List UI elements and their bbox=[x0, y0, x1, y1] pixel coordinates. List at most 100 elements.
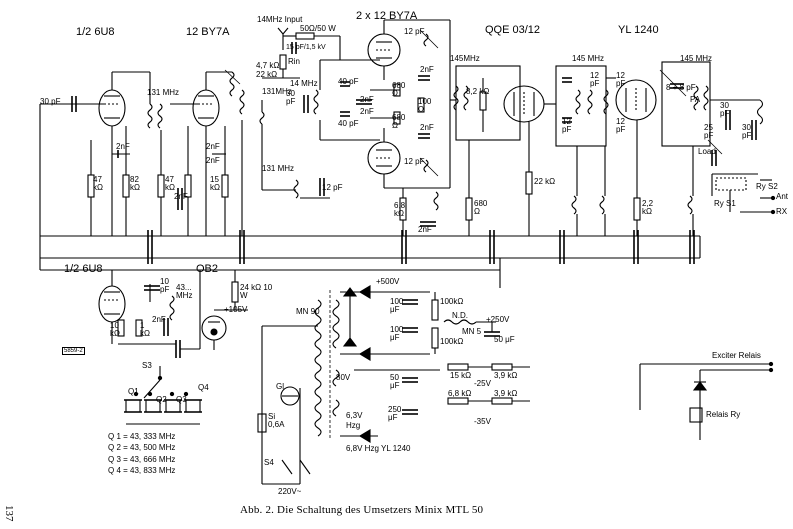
label-r22k: 22 kΩ bbox=[256, 70, 278, 79]
label-r100ka: 100kΩ bbox=[440, 297, 464, 306]
label-r22k-b: 22 kΩ bbox=[534, 177, 556, 186]
tube-ob2 bbox=[201, 315, 227, 341]
label-c2nf-c: 2nF bbox=[360, 107, 374, 116]
label-c30-1: 30 pF bbox=[720, 101, 730, 118]
switch-s3 bbox=[133, 366, 189, 399]
label-s4: S4 bbox=[264, 458, 274, 467]
label-r15k-b: 15 kΩ bbox=[450, 371, 472, 380]
label-s3: S3 bbox=[142, 361, 152, 370]
label-c100a: 100 μF bbox=[390, 297, 404, 314]
label-nd: N.D. bbox=[452, 311, 468, 320]
label-r1k: 1 kΩ bbox=[140, 321, 150, 338]
crystal-q4-freq: Q 4 = 43, 833 MHz bbox=[108, 466, 176, 475]
label-c2nf-e: 2nF bbox=[418, 225, 432, 234]
label-hzg: Hzg bbox=[346, 421, 361, 430]
label-c2nf-b: 2nF bbox=[360, 95, 374, 104]
label-c12pf-2: 12 pF bbox=[404, 157, 425, 166]
coil-131mhz-a bbox=[112, 71, 163, 129]
label-c250: 250 μF bbox=[388, 405, 402, 422]
label-ant: Ant bbox=[776, 192, 789, 201]
label-r6k8-b: 6,8 kΩ bbox=[448, 389, 472, 398]
label-exciter-relais: Exciter Relais bbox=[712, 351, 761, 360]
label-rys1: Ry S1 bbox=[714, 199, 736, 208]
freq-131-b: 131MHz bbox=[262, 87, 292, 96]
label-v500: +500V bbox=[376, 277, 400, 286]
label-v105: +105V bbox=[224, 305, 248, 314]
crystal-q3-freq: Q 3 = 43, 666 MHz bbox=[108, 455, 176, 464]
tube-v5-yl1240 bbox=[615, 79, 657, 121]
tube-label-v3: 2 x 12 BY7A bbox=[356, 10, 418, 22]
label-c15pf: 15 pF/1,5 kV bbox=[286, 44, 326, 51]
tube-label-ob2: OB2 bbox=[196, 263, 219, 275]
label-q1: Q1 bbox=[128, 387, 139, 396]
label-r3k9a: 3,9 kΩ bbox=[494, 371, 518, 380]
label-r3k9b: 3,9 kΩ bbox=[494, 389, 518, 398]
label-v63: 6,3V bbox=[346, 411, 363, 420]
label-v80: 80V bbox=[336, 373, 351, 382]
figure-ref-tag: 5859-2 bbox=[62, 347, 85, 355]
label-r47k-1: 47 kΩ bbox=[93, 175, 103, 192]
tube-v3a-12by7a bbox=[367, 20, 401, 80]
label-c2nf-d: 2nF bbox=[420, 123, 434, 132]
figure-caption: Abb. 2. Die Schaltung des Umsetzers Mini… bbox=[240, 504, 484, 516]
tube-v2-12by7a bbox=[170, 72, 220, 236]
tube-v6-6u8 bbox=[98, 270, 126, 344]
freq-131-a: 131 MHz bbox=[147, 88, 180, 97]
tube-label-v1: 1/2 6U8 bbox=[76, 26, 115, 38]
tube-v4-qqe0312 bbox=[503, 85, 545, 123]
bridge-rectifier bbox=[342, 285, 371, 361]
label-r15k: 15 kΩ bbox=[210, 175, 220, 192]
label-q3: Q3 bbox=[176, 395, 187, 404]
label-rys2: Ry S2 bbox=[756, 182, 778, 191]
crystals bbox=[124, 399, 202, 425]
label-q2: Q2 bbox=[156, 395, 167, 404]
freq-145-a: 145MHz bbox=[450, 54, 480, 63]
freq-131-c: 131 MHz bbox=[262, 164, 295, 173]
label-r82k: 82 kΩ bbox=[130, 175, 140, 192]
label-c2nf-2: 2nF bbox=[174, 192, 188, 201]
label-mn90: MN 90 bbox=[296, 307, 320, 316]
label-v250: +250V bbox=[486, 315, 510, 324]
label-c12-6: 12 pF bbox=[616, 71, 626, 88]
label-c10pf: 10 pF bbox=[160, 277, 170, 294]
tube-label-v2: 12 BY7A bbox=[186, 26, 230, 38]
label-c25: 25 pF bbox=[704, 123, 714, 140]
label-c100b: 100 μF bbox=[390, 325, 404, 342]
transformer-mn90 bbox=[314, 299, 340, 437]
label-r4k7: 4,7 kΩ bbox=[256, 61, 280, 70]
label-c40pf-2: 40 pF bbox=[338, 119, 359, 128]
crystal-q2-freq: Q 2 = 43, 500 MHz bbox=[108, 443, 176, 452]
label-pa: PA bbox=[690, 95, 701, 104]
label-load: Load bbox=[698, 147, 716, 156]
label-si: Si 0,6A bbox=[268, 412, 285, 429]
freq-14: 14 MHz bbox=[290, 79, 318, 88]
label-c12-7: 12 pF bbox=[616, 117, 626, 134]
label-gl: Gl. bbox=[276, 382, 287, 391]
label-c12-5: 12 pF bbox=[562, 117, 572, 134]
label-r6k8: 6,8 kΩ bbox=[394, 201, 406, 218]
tube-v3b-12by7a bbox=[367, 128, 401, 188]
label-r680a: 680 Ω bbox=[392, 81, 406, 98]
label-v35: -35V bbox=[474, 417, 491, 426]
label-c2nf-4: 2nF bbox=[206, 156, 220, 165]
label-rin: Rin bbox=[288, 57, 301, 66]
label-c50: 50 μF bbox=[494, 335, 515, 344]
label-c30-2: 30 pF bbox=[742, 123, 752, 140]
label-mn5: MN 5 bbox=[462, 327, 482, 336]
page-number: 137 bbox=[3, 505, 15, 522]
tube-label-v6: 1/2 6U8 bbox=[64, 263, 103, 275]
label-c8-8: 8 + 8 pF bbox=[666, 83, 696, 92]
label-c30pf-b: 30 pF bbox=[286, 89, 296, 106]
tube-label-v4: QQE 03/12 bbox=[485, 24, 541, 36]
label-q4: Q4 bbox=[198, 383, 209, 392]
label-c12pf-1: 12 pF bbox=[404, 27, 425, 36]
label-rx: RX bbox=[776, 207, 788, 216]
freq-14-input: 14MHz Input bbox=[257, 15, 303, 24]
label-relais-ry: Relais Ry bbox=[706, 410, 741, 419]
label-mains: 220V~ bbox=[278, 487, 302, 496]
label-r47k-2: 47 kΩ bbox=[165, 175, 175, 192]
label-r2k2: 2,2 kΩ bbox=[642, 199, 654, 216]
label-hzg2: 6,8V Hzg YL 1240 bbox=[346, 444, 411, 453]
label-r100kb: 100kΩ bbox=[440, 337, 464, 346]
label-c12pf-3: 12 pF bbox=[322, 183, 343, 192]
